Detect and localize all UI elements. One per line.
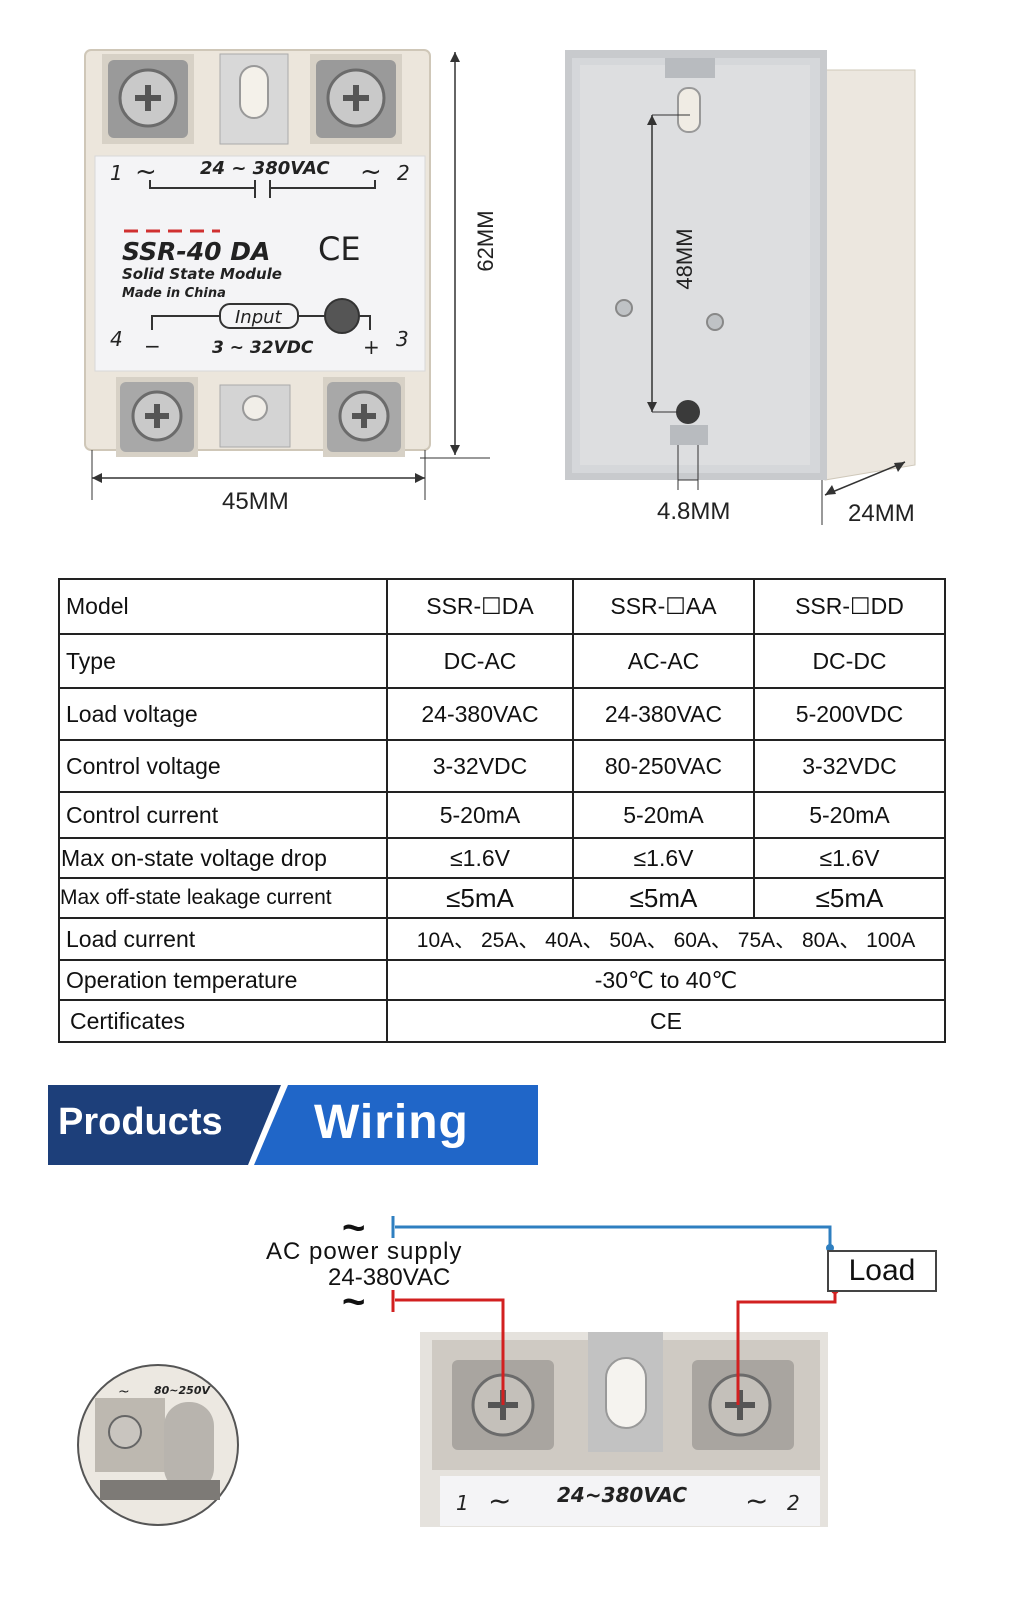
module-origin: Made in China [122,286,226,301]
top-mounting-tab-icon [219,53,289,145]
banner-background [48,1085,538,1165]
table-row: Certificates CE [58,999,946,1043]
depth-label: 24MM [848,500,915,527]
bottom-right-screw-icon [327,382,401,452]
spec-table: Model SSR-☐DA SSR-☐AA SSR-☐DD Type DC-AC… [58,578,946,1043]
module-load-rating: 24 ~ 380VAC [200,158,330,179]
cell: SSR-☐AA [572,578,755,635]
banner-products-label: Products [58,1101,223,1143]
table-row: Operation temperature -30℃ to 40℃ [58,959,946,1001]
table-row: Type DC-AC AC-AC DC-DC [58,633,946,689]
cell: ≤5mA [386,877,574,919]
cell: ≤1.6V [386,837,574,879]
table-row: Load current 10A、 25A、 40A、 50A、 60A、 75… [58,917,946,961]
terminal-4-label: 4 [110,327,123,351]
module-model-name: SSR-40 DA [122,237,270,266]
cell: ≤1.6V [753,837,946,879]
row-label: Model [58,578,388,635]
wiring-module-rating: 24~380VAC [557,1483,687,1507]
cell: 24-380VAC [386,687,574,741]
top-left-screw-icon [108,60,188,138]
table-row: Control current 5-20mA 5-20mA 5-20mA [58,791,946,839]
cell: ≤5mA [572,877,755,919]
cell: ≤5mA [753,877,946,919]
row-label: Type [58,633,388,689]
inset-voltage-text: 80~250V [154,1384,211,1397]
bottom-mounting-tab-icon [219,384,291,448]
cell: 80-250VAC [572,739,755,793]
module-description: Solid State Module [122,265,282,283]
row-label: Max off-state leakage current [58,877,388,919]
front-dimension-lines [91,52,490,500]
row-label: Certificates [58,999,388,1043]
cell: 3-32VDC [386,739,574,793]
cell: 5-20mA [386,791,574,839]
input-label: Input [235,307,283,328]
terminal-1-label: 1 [110,161,123,185]
back-module-illustration [565,50,916,525]
supply-tilde-top: ~ [342,1206,366,1250]
wiring-right-screw-icon [692,1360,794,1450]
supply-tilde-bottom: ~ [342,1280,366,1324]
cell: DC-AC [386,633,574,689]
row-label: Load voltage [58,687,388,741]
cell: 24-380VAC [572,687,755,741]
supply-voltage: 24-380VAC [328,1264,451,1291]
bottom-left-screw-icon [120,382,194,452]
cell: SSR-☐DA [386,578,574,635]
cell: SSR-☐DD [753,578,946,635]
terminal-2-tilde: ~ [360,157,382,187]
cell: DC-DC [753,633,946,689]
wiring-terminal-2: 2 [787,1491,800,1515]
temperature-cell: -30℃ to 40℃ [386,959,946,1001]
certificates-cell: CE [386,999,946,1043]
minus-sign: − [144,334,161,358]
cell: ≤1.6V [572,837,755,879]
load-current-cell: 10A、 25A、 40A、 50A、 60A、 75A、 80A、 100A [386,917,946,961]
inset-tilde: ~ [118,1384,130,1400]
terminal-1-tilde: ~ [135,157,157,187]
hole-width-label: 4.8MM [657,498,731,525]
table-row: Model SSR-☐DA SSR-☐AA SSR-☐DD [58,578,946,635]
inset-closeup-icon [77,1364,239,1526]
cell: 5-20mA [753,791,946,839]
cell: 5-20mA [572,791,755,839]
cell: 5-200VDC [753,687,946,741]
row-label: Max on-state voltage drop [58,837,388,879]
supply-label: AC power supply [266,1238,463,1265]
wiring-diagram: 80~250V ~ 1 ~ 24~380VAC ~ 2 [77,1216,839,1527]
front-module-illustration: 1 ~ 24 ~ 380VAC ~ 2 SSR-40 DA CE Solid S… [84,49,431,457]
front-width-label: 45MM [222,488,289,515]
row-label: Operation temperature [58,959,388,1001]
plus-sign: + [363,335,380,359]
cell: AC-AC [572,633,755,689]
row-label: Control voltage [58,739,388,793]
table-row: Max on-state voltage drop ≤1.6V ≤1.6V ≤1… [58,837,946,879]
top-right-screw-icon [316,60,396,138]
wiring-terminal-2-tilde: ~ [745,1484,768,1517]
load-box: Load [827,1250,937,1292]
table-row: Max off-state leakage current ≤5mA ≤5mA … [58,877,946,919]
front-height-label: 62MM [473,210,498,272]
table-row: Load voltage 24-380VAC 24-380VAC 5-200VD… [58,687,946,741]
wiring-terminal-1: 1 [456,1491,469,1515]
table-row: Control voltage 3-32VDC 80-250VAC 3-32VD… [58,739,946,793]
wiring-terminal-1-tilde: ~ [488,1484,511,1517]
back-height-label: 48MM [672,228,697,290]
section-banner: Products Wiring [48,1085,538,1165]
banner-wiring-label: Wiring [314,1096,469,1149]
terminal-2-label: 2 [397,161,410,185]
cell: 3-32VDC [753,739,946,793]
row-label: Control current [58,791,388,839]
terminal-3-label: 3 [396,327,409,351]
row-label: Load current [58,917,388,961]
ce-mark: CE [318,230,361,268]
module-input-voltage: 3 ~ 32VDC [212,338,314,358]
